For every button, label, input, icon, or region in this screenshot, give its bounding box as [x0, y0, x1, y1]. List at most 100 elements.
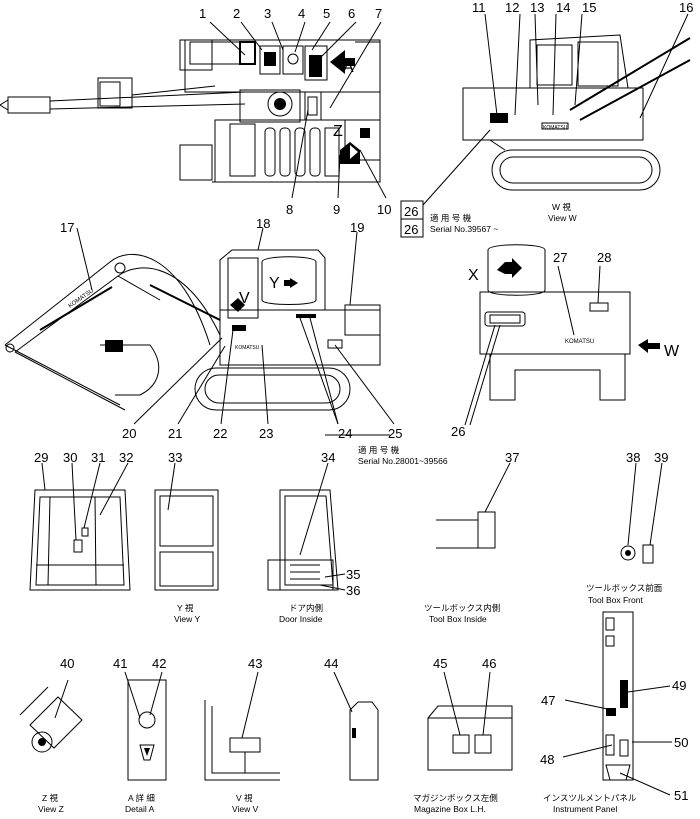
switch-decals [620, 462, 663, 564]
caption-view-w-en: View W [548, 213, 577, 223]
magazine-box [427, 671, 513, 771]
callout-45: 45 [433, 656, 447, 671]
callout-30: 30 [63, 450, 77, 465]
serial-box-bottom: 26 [404, 222, 418, 237]
caption-toolbox-front-en: Tool Box Front [588, 595, 643, 605]
detail-a [124, 671, 167, 781]
callout-3: 3 [264, 6, 271, 21]
callout-31: 31 [91, 450, 105, 465]
caption-magazine-jp: マガジンボックス左側 [413, 793, 498, 803]
callout-4: 4 [298, 6, 305, 21]
view-z [19, 679, 83, 753]
view-marker-w: W [664, 343, 680, 360]
callout-19: 19 [350, 220, 364, 235]
caption-panel-jp: インスツルメントパネル [543, 793, 637, 803]
callout-2: 2 [233, 6, 240, 21]
caption-panel-en: Instrument Panel [553, 804, 617, 814]
view-y-cab [29, 462, 131, 591]
serial-2-jp: 適 用 号 機 [358, 445, 400, 455]
door-inside [267, 462, 346, 591]
caption-door-inside-jp: ドア内側 [289, 603, 323, 613]
callout-28: 28 [597, 250, 611, 265]
caption-view-v-jp: V 視 [236, 793, 253, 803]
serial-box-top: 26 [404, 204, 418, 219]
callout-6: 6 [348, 6, 355, 21]
serial-2-en: Serial No.28001~39566 [358, 456, 448, 466]
part-44 [333, 671, 379, 781]
callout-13: 13 [530, 0, 544, 15]
callout-24: 24 [338, 426, 352, 441]
callout-34: 34 [321, 450, 335, 465]
view-marker-z: Z [333, 123, 343, 140]
instrument-panel [562, 611, 672, 796]
callout-21: 21 [168, 426, 182, 441]
view-marker-x: X [468, 267, 479, 284]
caption-view-y-jp: Y 視 [177, 603, 194, 613]
callout-25: 25 [388, 426, 402, 441]
callout-9: 9 [333, 202, 340, 217]
callout-1: 1 [199, 6, 206, 21]
callout-12: 12 [505, 0, 519, 15]
callout-18: 18 [256, 216, 270, 231]
view-v [204, 671, 280, 781]
caption-door-inside-en: Door Inside [279, 614, 323, 624]
caption-detail-a-en: Detail A [125, 804, 155, 814]
callout-7: 7 [375, 6, 382, 21]
caption-view-v-en: View V [232, 804, 259, 814]
caption-toolbox-inside-jp: ツールボックス内側 [424, 603, 500, 613]
callout-27: 27 [553, 250, 567, 265]
callout-43: 43 [248, 656, 262, 671]
callout-5: 5 [323, 6, 330, 21]
caption-magazine-en: Magazine Box L.H. [414, 804, 486, 814]
callout-16: 16 [679, 0, 693, 15]
callout-23: 23 [259, 426, 273, 441]
caption-detail-a-jp: A 詳 細 [128, 793, 155, 803]
callout-22: 22 [213, 426, 227, 441]
toolbox-inside [436, 462, 511, 549]
callout-50: 50 [674, 735, 688, 750]
callout-40: 40 [60, 656, 74, 671]
callout-49: 49 [672, 678, 686, 693]
view-marker-v: V [239, 290, 250, 307]
callout-42: 42 [152, 656, 166, 671]
callout-17: 17 [60, 220, 74, 235]
callout-37: 37 [505, 450, 519, 465]
callout-10: 10 [377, 202, 391, 217]
door-view-y [154, 462, 219, 591]
side-view-machine: KOMATSU KOMATSU V Y [4, 227, 395, 436]
caption-view-z-jp: Z 視 [42, 793, 59, 803]
brand-mark-w: KOMATSU [543, 125, 568, 131]
brand-mark-side: KOMATSU [235, 345, 260, 351]
callout-35: 35 [346, 567, 360, 582]
callout-32: 32 [119, 450, 133, 465]
top-view-machine: A Z [0, 21, 387, 199]
callout-46: 46 [482, 656, 496, 671]
callout-15: 15 [582, 0, 596, 15]
callout-8: 8 [286, 202, 293, 217]
callout-26: 26 [451, 424, 465, 439]
callout-14: 14 [556, 0, 570, 15]
callout-39: 39 [654, 450, 668, 465]
caption-toolbox-front-jp: ツールボックス前面 [586, 583, 663, 593]
callout-47: 47 [541, 693, 555, 708]
serial-1-jp: 適 用 号 機 [430, 213, 472, 223]
callout-41: 41 [113, 656, 127, 671]
view-x-machine: KOMATSU [464, 244, 660, 426]
view-w-machine: KOMATSU [462, 13, 691, 191]
callout-33: 33 [168, 450, 182, 465]
callout-48: 48 [540, 752, 554, 767]
brand-mark-rear: KOMATSU [565, 339, 594, 345]
callout-11: 11 [472, 0, 486, 15]
serial-1-en: Serial No.39567 ~ [430, 224, 498, 234]
callout-29: 29 [34, 450, 48, 465]
caption-view-y-en: View Y [174, 614, 200, 624]
view-marker-a: A [343, 59, 354, 76]
view-marker-y: Y [269, 275, 280, 292]
callout-38: 38 [626, 450, 640, 465]
callout-20: 20 [122, 426, 136, 441]
caption-view-w-jp: W 視 [552, 202, 571, 212]
caption-view-z-en: View Z [38, 804, 64, 814]
callout-51: 51 [674, 788, 688, 803]
